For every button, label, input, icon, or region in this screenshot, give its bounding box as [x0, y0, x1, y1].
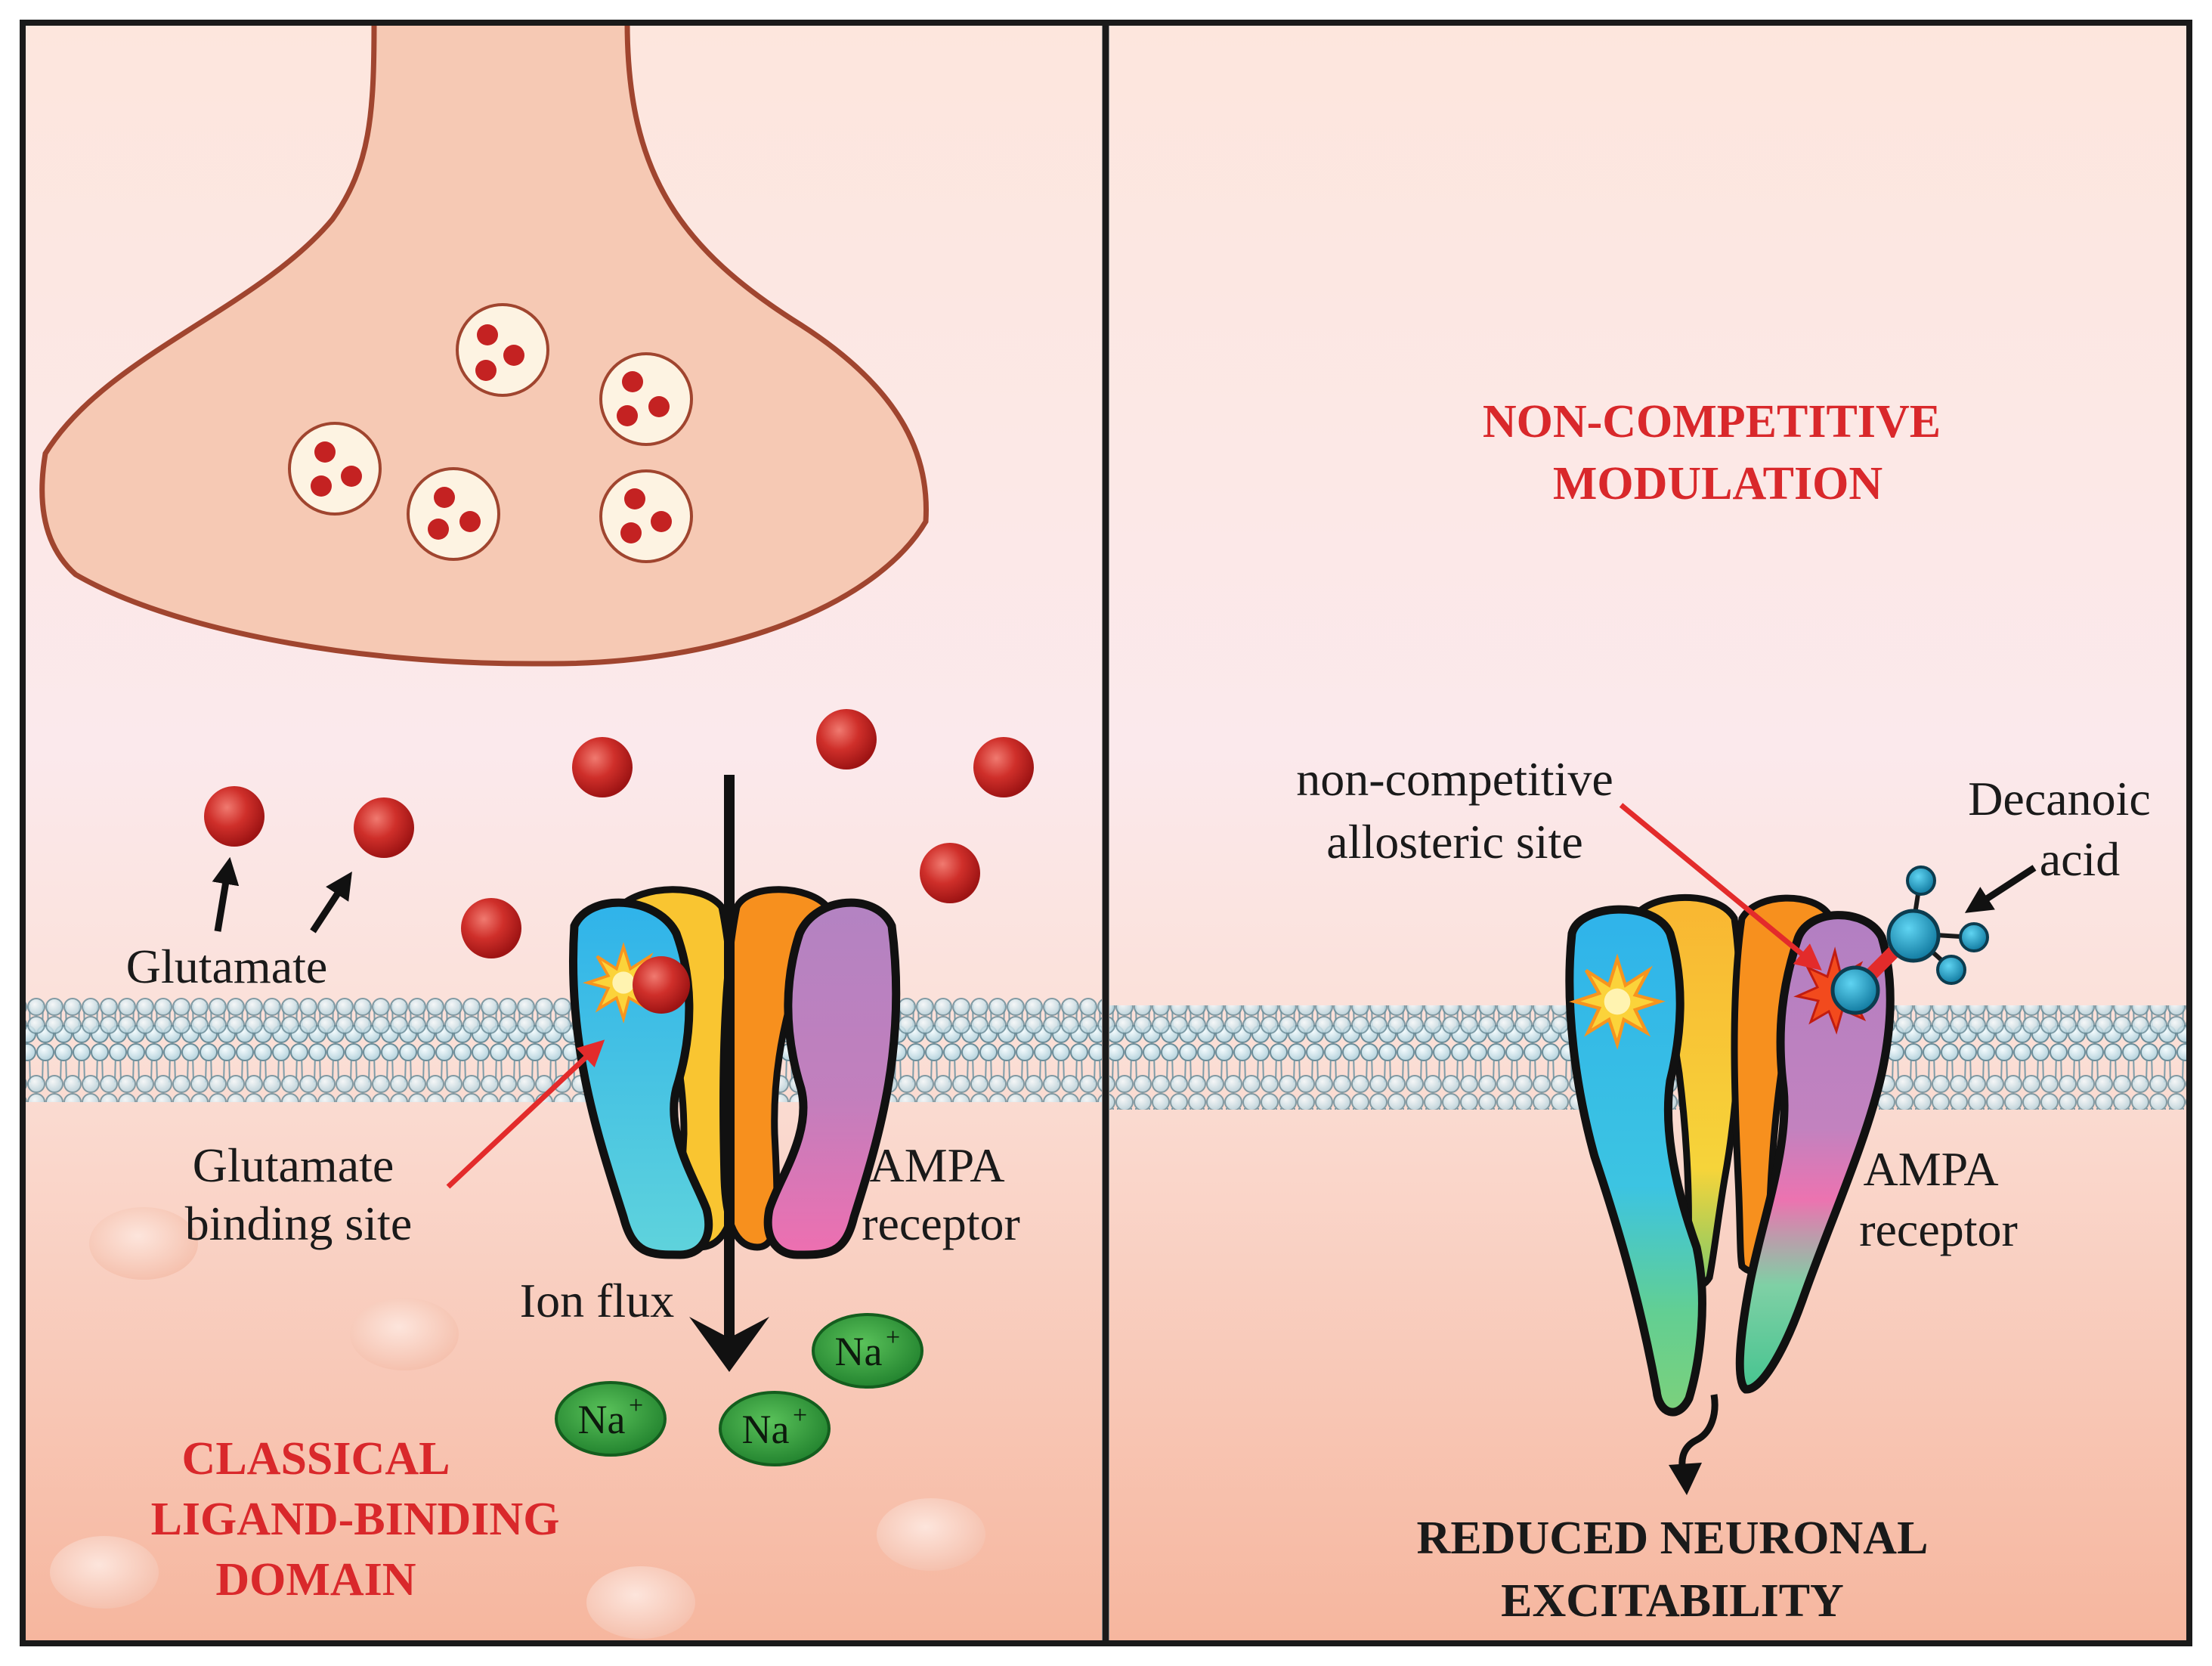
sodium-charge: +: [886, 1324, 900, 1352]
binding-site-label-line2: binding site: [185, 1197, 412, 1250]
ampa-receptor-left: [568, 886, 901, 1259]
ion-flux-label: Ion flux: [520, 1274, 674, 1327]
downstream-effect-arrow: [1669, 1394, 1719, 1495]
cell-membrane-left-layer: [23, 998, 1102, 1102]
sodium-charge: +: [793, 1401, 807, 1429]
outcome-title-line2: EXCITABILITY: [1501, 1575, 1844, 1627]
glutamate-molecules: [204, 709, 1034, 958]
vesicle: [456, 303, 549, 397]
sodium-ion: Na +: [555, 1381, 667, 1457]
receptor-label-line1: AMPA: [869, 1138, 1004, 1192]
sodium-label: Na: [742, 1407, 790, 1452]
receptor-label-line2: receptor: [862, 1197, 1020, 1250]
domain-title-line2: LIGAND-BINDING: [151, 1494, 560, 1545]
decanoic-acid-arrow: [1964, 865, 2037, 913]
vesicle: [288, 422, 382, 516]
receptor-label-line1: AMPA: [1863, 1142, 1998, 1196]
left-panel: Na + Na + Na + Glutamate Glutamate bindi…: [23, 20, 1102, 1643]
vesicle: [599, 352, 693, 446]
allosteric-label-line1: non-competitive: [1296, 752, 1613, 806]
receptor-subunit-purple: [763, 898, 901, 1259]
sodium-ion: Na +: [812, 1313, 923, 1389]
sodium-label: Na: [578, 1397, 626, 1442]
right-panel-background: [1109, 23, 2189, 1643]
cytoplasm-blobs: [50, 1207, 985, 1639]
receptor-subunit-blue: [1565, 905, 1706, 1417]
right-panel: NON-COMPETITIVE MODULATION non-competiti…: [1109, 23, 2189, 1643]
binding-site-label-line1: Glutamate: [193, 1138, 394, 1192]
receptor-subunit-purple: [1735, 911, 1895, 1394]
ampa-receptor-right: [1565, 893, 1895, 1417]
modulation-title-line2: MODULATION: [1553, 458, 1883, 509]
allosteric-site-arrow: [1619, 803, 1822, 971]
bound-glutamate: [633, 956, 690, 1014]
sodium-label: Na: [835, 1329, 883, 1374]
outcome-title-line1: REDUCED NEURONAL: [1417, 1513, 1929, 1564]
sodium-ion: Na +: [719, 1391, 831, 1466]
panel-borders: [20, 20, 2192, 1646]
molecule-icon: [1830, 866, 1989, 1015]
binding-site-arrow: [446, 1039, 605, 1189]
ion-flux-arrow: [689, 775, 769, 1372]
domain-title-line1: CLASSICAL: [182, 1433, 450, 1485]
decanoic-label-line1: Decanoic: [1968, 772, 2151, 825]
glutamate-label: Glutamate: [126, 940, 328, 993]
receptor-label-line2: receptor: [1859, 1203, 2018, 1256]
starburst-icon: [1575, 959, 1660, 1045]
domain-title-line3: DOMAIN: [215, 1554, 416, 1606]
sodium-charge: +: [629, 1392, 643, 1420]
glutamate-label-arrows: [212, 856, 352, 934]
vesicle: [407, 467, 500, 561]
allosteric-label-line2: allosteric site: [1326, 815, 1582, 869]
vesicle: [599, 469, 693, 563]
modulation-title-line1: NON-COMPETITIVE: [1483, 396, 1941, 447]
decanoic-label-line2: acid: [2040, 832, 2121, 886]
synaptic-vesicles: [288, 303, 693, 563]
